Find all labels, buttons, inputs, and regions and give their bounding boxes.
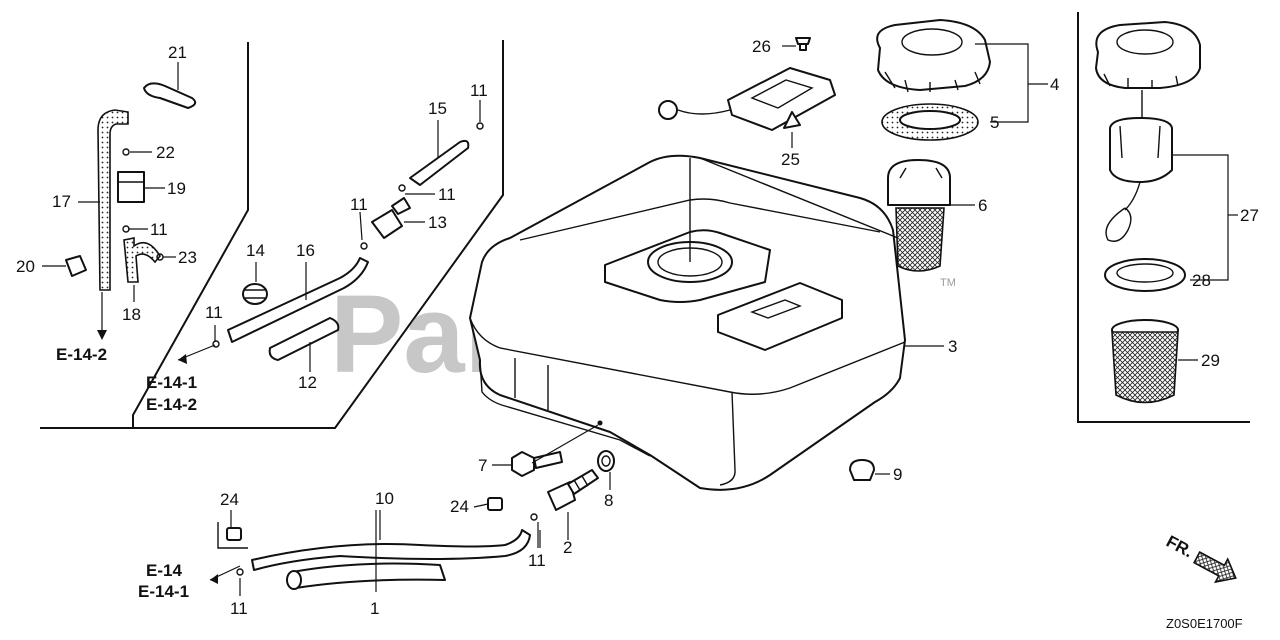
callout-28[interactable]: 28 <box>1192 271 1211 290</box>
callout-12[interactable]: 12 <box>298 373 317 392</box>
fuel-gauge[interactable] <box>658 67 836 131</box>
callout-11-upper-right[interactable]: 11 <box>470 81 488 100</box>
callout-13[interactable]: 13 <box>428 213 447 232</box>
fuel-cap[interactable] <box>876 19 991 93</box>
callout-7[interactable]: 7 <box>478 456 487 475</box>
sealing-washer[interactable] <box>597 450 615 472</box>
clamp-21[interactable] <box>143 82 197 109</box>
ref-e-14-1-mid[interactable]: E-14-1 <box>146 373 197 392</box>
callout-14[interactable]: 14 <box>246 241 265 260</box>
callout-29[interactable]: 29 <box>1201 351 1220 370</box>
ref-e-14-2-left[interactable]: E-14-2 <box>56 345 107 364</box>
leader-lines <box>42 43 1238 596</box>
callout-5[interactable]: 5 <box>990 113 999 132</box>
callout-18[interactable]: 18 <box>122 305 141 324</box>
fuel-filter-screen[interactable] <box>1111 319 1179 404</box>
ref-e-14-2-mid[interactable]: E-14-2 <box>146 395 197 414</box>
cap-gasket-rim[interactable] <box>1104 258 1186 292</box>
gauge-screw[interactable] <box>795 37 811 51</box>
ref-e-14-bottom[interactable]: E-14 <box>146 561 182 580</box>
callout-16[interactable]: 16 <box>296 241 315 260</box>
callout-19[interactable]: 19 <box>167 179 186 198</box>
fuel-tube-short[interactable] <box>286 562 446 590</box>
callout-2[interactable]: 2 <box>563 538 572 557</box>
callout-11-bottom[interactable]: 11 <box>230 599 248 618</box>
diagram-code: Z0S0E1700F <box>1166 616 1243 631</box>
small-clips[interactable] <box>122 122 538 576</box>
clamp-20[interactable] <box>65 255 87 277</box>
front-arrow-icon <box>1192 551 1237 584</box>
tube-15[interactable] <box>409 139 470 186</box>
fuel-cap-set[interactable] <box>1095 21 1201 242</box>
grommet[interactable] <box>849 459 875 481</box>
tube-12[interactable] <box>268 317 340 361</box>
callout-11-mid[interactable]: 11 <box>205 303 223 322</box>
fuel-cock[interactable] <box>547 469 599 511</box>
tube-clip-lower[interactable] <box>217 522 248 549</box>
callout-10[interactable]: 10 <box>375 489 394 508</box>
callout-17[interactable]: 17 <box>52 192 71 211</box>
fuel-tank[interactable] <box>469 154 941 491</box>
callout-27[interactable]: 27 <box>1240 206 1259 225</box>
fuel-tube-long[interactable] <box>251 529 531 571</box>
callout-8[interactable]: 8 <box>604 491 613 510</box>
callout-24-lower[interactable]: 24 <box>220 490 239 509</box>
grommet-14[interactable] <box>242 283 268 305</box>
callout-11-left[interactable]: 11 <box>150 220 168 239</box>
cross-references: E-14-2 E-14-1 E-14-2 E-14 E-14-1 <box>56 345 197 601</box>
callout-4[interactable]: 4 <box>1050 75 1059 94</box>
callout-15[interactable]: 15 <box>428 99 447 118</box>
callout-9[interactable]: 9 <box>893 465 902 484</box>
callout-25[interactable]: 25 <box>781 150 800 169</box>
ref-e-14-1-bottom[interactable]: E-14-1 <box>138 582 189 601</box>
callout-23[interactable]: 23 <box>178 248 197 267</box>
callout-24-center[interactable]: 24 <box>450 497 469 516</box>
callout-11-hose[interactable]: 11 <box>438 185 456 204</box>
callout-11-lower[interactable]: 11 <box>528 551 546 570</box>
callout-1[interactable]: 1 <box>370 599 379 618</box>
drain-bolt[interactable] <box>511 451 563 477</box>
hose-18[interactable] <box>123 237 161 283</box>
callout-11-filter[interactable]: 11 <box>350 195 368 214</box>
fuel-filter-13[interactable] <box>371 197 411 239</box>
callout-3[interactable]: 3 <box>948 337 957 356</box>
cap-gasket[interactable] <box>881 103 979 141</box>
callouts: 1 2 3 4 5 6 7 8 9 10 11 11 11 11 11 11 1… <box>16 37 1259 618</box>
tube-16[interactable] <box>227 257 369 343</box>
hose-17[interactable] <box>97 109 129 291</box>
watermark-trademark: TM <box>940 277 956 289</box>
fuel-filter-19[interactable] <box>117 171 145 203</box>
callout-21[interactable]: 21 <box>168 43 187 62</box>
callout-6[interactable]: 6 <box>978 196 987 215</box>
callout-26[interactable]: 26 <box>752 37 771 56</box>
fuel-strainer[interactable] <box>887 159 951 272</box>
tube-clip-center[interactable] <box>487 497 503 511</box>
section-frames <box>40 12 1250 429</box>
callout-20[interactable]: 20 <box>16 257 35 276</box>
front-label: FR. <box>1163 532 1196 562</box>
front-indicator: FR. <box>1163 532 1237 584</box>
callout-22[interactable]: 22 <box>156 143 175 162</box>
